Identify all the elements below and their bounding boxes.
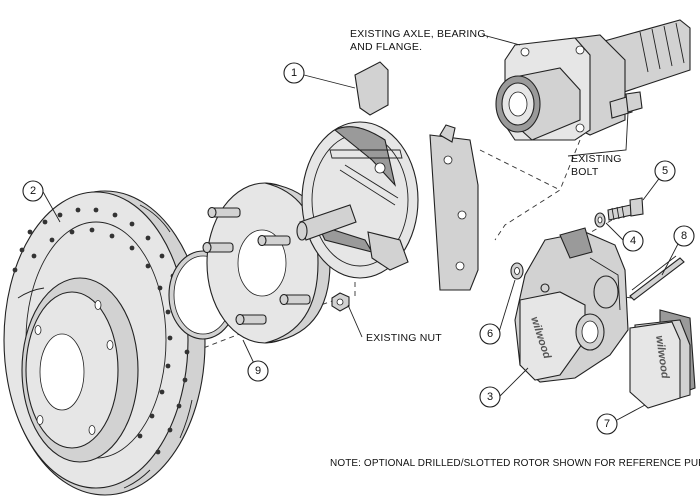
svg-text:8: 8 bbox=[681, 230, 687, 242]
svg-text:4: 4 bbox=[630, 235, 636, 247]
bolt-label-line2: BOLT bbox=[571, 166, 599, 178]
reference-note: NOTE: OPTIONAL DRILLED/SLOTTED ROTOR SHO… bbox=[330, 458, 700, 469]
axle-label: EXISTING AXLE, BEARING, bbox=[350, 28, 489, 40]
bolt-label: EXISTING bbox=[571, 153, 622, 165]
brake-pads: wilwood bbox=[629, 309, 696, 409]
nut-label: EXISTING NUT bbox=[366, 332, 442, 344]
svg-text:5: 5 bbox=[662, 165, 668, 177]
svg-text:7: 7 bbox=[604, 418, 610, 430]
callout-7: 7 bbox=[596, 413, 618, 435]
brake-caliper: wilwood bbox=[514, 227, 629, 383]
pad-retaining-pin bbox=[629, 255, 685, 301]
existing-nut bbox=[331, 292, 350, 312]
washer-6 bbox=[510, 262, 524, 280]
svg-text:9: 9 bbox=[255, 365, 261, 377]
parking-brake-backing-plate bbox=[301, 61, 479, 291]
rotor-drilled-holes bbox=[12, 207, 190, 455]
svg-text:3: 3 bbox=[487, 391, 493, 403]
callout-5: 5 bbox=[654, 160, 676, 182]
svg-text:6: 6 bbox=[487, 328, 493, 340]
svg-text:2: 2 bbox=[30, 185, 36, 197]
callout-6: 6 bbox=[479, 323, 501, 345]
axle-label-line2: AND FLANGE. bbox=[350, 41, 422, 53]
brake-rotor bbox=[3, 190, 206, 496]
callout-2: 2 bbox=[22, 180, 44, 202]
wheel-studs bbox=[202, 206, 311, 326]
axle-shaft-stub bbox=[296, 204, 357, 241]
caliper-mount-bolt bbox=[607, 197, 644, 221]
callout-8: 8 bbox=[673, 225, 695, 247]
existing-axle-bearing-flange bbox=[495, 19, 691, 141]
existing-bolt bbox=[609, 91, 643, 119]
svg-text:1: 1 bbox=[291, 67, 297, 79]
callout-1: 1 bbox=[283, 62, 305, 84]
callout-4: 4 bbox=[622, 230, 644, 252]
callout-9: 9 bbox=[247, 360, 269, 382]
washer-4 bbox=[594, 212, 606, 228]
callout-3: 3 bbox=[479, 386, 501, 408]
